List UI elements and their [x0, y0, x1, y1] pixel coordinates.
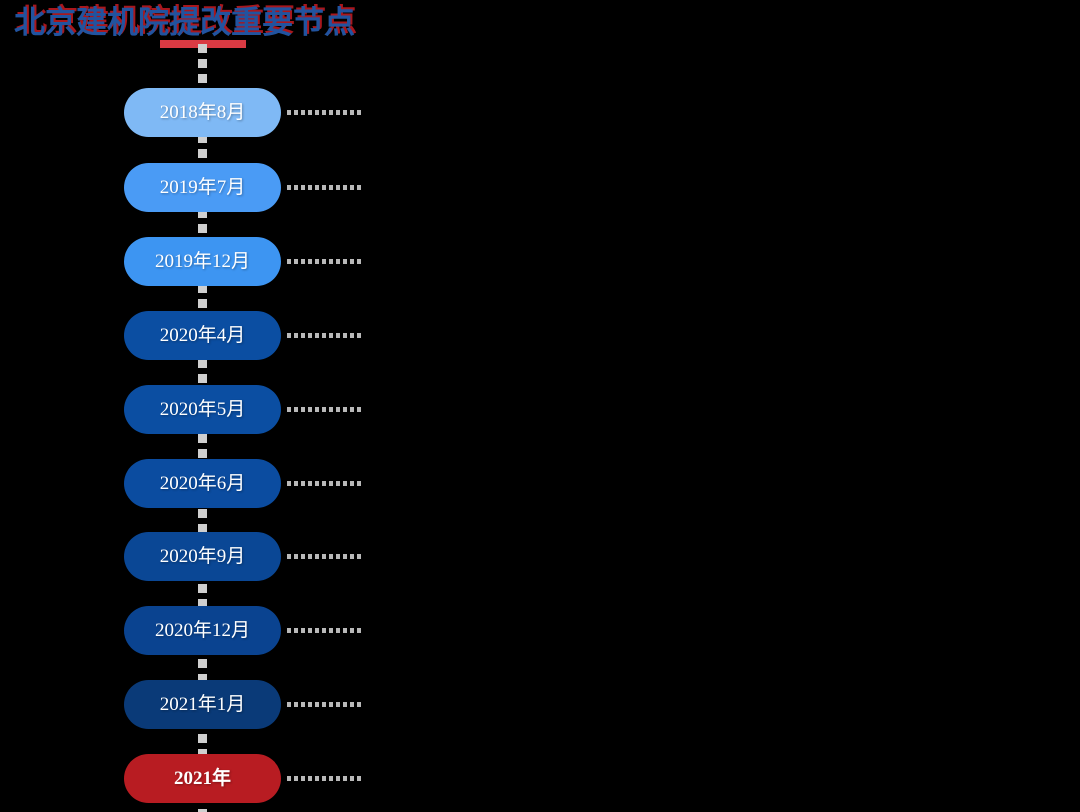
timeline-connector-dotted-line — [287, 628, 361, 633]
timeline-connector-dotted-line — [287, 407, 361, 412]
timeline-connector-dotted-line — [287, 481, 361, 486]
timeline-pill-label: 2021年 — [173, 767, 231, 789]
timeline-pill-label: 2020年9月 — [159, 545, 246, 567]
timeline-connector-dotted-line — [287, 554, 361, 559]
timeline-connector-dotted-line — [287, 110, 361, 115]
timeline-pill-10[interactable]: 2021年 — [124, 754, 281, 803]
timeline-pill-label: 2020年12月 — [154, 619, 250, 641]
timeline-connector-dotted-line — [287, 185, 361, 190]
timeline-connector-dotted-line — [287, 702, 361, 707]
timeline-pill-5[interactable]: 2020年5月 — [124, 385, 281, 434]
page-title-block: 北京建机院提改重要节点 北京建机院提改重要节点 — [0, 0, 420, 50]
timeline-pill-3[interactable]: 2019年12月 — [124, 237, 281, 286]
page-title-shadow: 北京建机院提改重要节点 — [16, 3, 357, 38]
timeline-connector-dotted-line — [287, 259, 361, 264]
timeline-pill-4[interactable]: 2020年4月 — [124, 311, 281, 360]
timeline-pill-label: 2018年8月 — [159, 101, 246, 123]
timeline-pill-label: 2019年7月 — [159, 176, 246, 198]
timeline-pill-7[interactable]: 2020年9月 — [124, 532, 281, 581]
timeline-pill-label: 2019年12月 — [154, 250, 250, 272]
timeline-pill-6[interactable]: 2020年6月 — [124, 459, 281, 508]
timeline-pill-label: 2020年6月 — [159, 472, 246, 494]
timeline-pill-label: 2020年4月 — [159, 324, 246, 346]
timeline-connector-dotted-line — [287, 333, 361, 338]
timeline-pill-label: 2021年1月 — [159, 693, 246, 715]
timeline-pill-label: 2020年5月 — [159, 398, 246, 420]
page-title: 北京建机院提改重要节点 — [14, 5, 355, 40]
timeline-pill-2[interactable]: 2019年7月 — [124, 163, 281, 212]
timeline-pill-9[interactable]: 2021年1月 — [124, 680, 281, 729]
timeline-pill-8[interactable]: 2020年12月 — [124, 606, 281, 655]
timeline-connector-dotted-line — [287, 776, 361, 781]
timeline-pill-1[interactable]: 2018年8月 — [124, 88, 281, 137]
